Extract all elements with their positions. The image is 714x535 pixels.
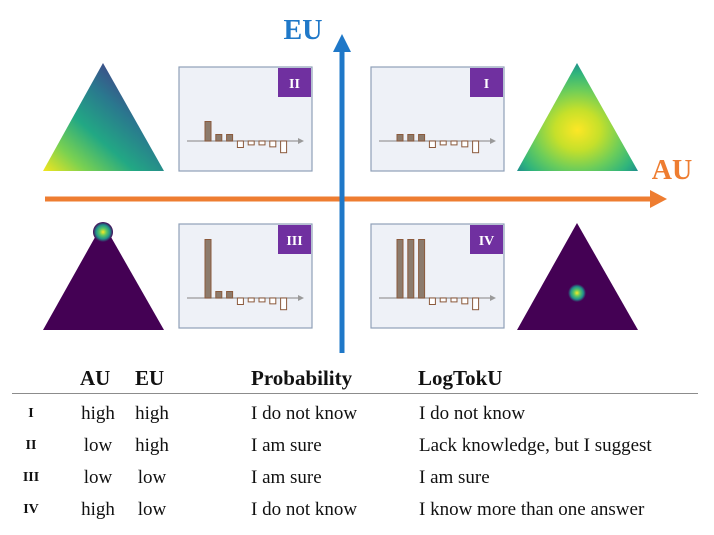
- row-probability: I am sure: [251, 435, 322, 456]
- mini-bar-positive: [204, 121, 212, 142]
- mini-bar-negative: [258, 297, 266, 303]
- mini-bar-negative: [450, 297, 458, 303]
- quadrant-panel-iv: IV: [370, 223, 505, 329]
- mini-chart-arrow: [490, 138, 496, 144]
- mini-bar-negative: [236, 140, 244, 148]
- row-id: III: [22, 470, 40, 485]
- row-au: high: [81, 499, 115, 520]
- mini-bar-positive: [226, 291, 234, 299]
- quadrant-badge-label: II: [289, 77, 300, 92]
- row-logtoku: I know more than one answer: [419, 499, 645, 520]
- quadrant-badge-label: I: [484, 77, 489, 92]
- mini-chart-arrow: [298, 138, 304, 144]
- mini-bar-negative: [439, 297, 447, 303]
- eu-axis-label: EU: [284, 15, 323, 46]
- mini-bar-negative: [439, 140, 447, 146]
- mini-chart-arrow: [490, 295, 496, 301]
- row-id: IV: [23, 502, 39, 517]
- simplex-peak-iv: [568, 284, 586, 302]
- quadrant-badge: [470, 68, 503, 97]
- mini-bar-positive: [204, 239, 212, 299]
- mini-bar-negative: [450, 140, 458, 146]
- mini-bar-negative: [258, 140, 266, 146]
- mini-bar-negative: [280, 140, 288, 154]
- mini-chart-arrow: [298, 295, 304, 301]
- row-au: low: [83, 467, 113, 488]
- header-probability: Probability: [251, 366, 353, 390]
- simplex-triangle-iv-base: [517, 223, 638, 330]
- mini-bar-positive: [215, 134, 223, 142]
- simplex-triangle-iii-base: [43, 223, 164, 330]
- row-eu: low: [137, 499, 167, 520]
- row-probability: I am sure: [251, 467, 322, 488]
- quadrant-panel-iii: III: [178, 223, 313, 329]
- header-divider: [12, 393, 698, 394]
- simplex-triangle-ii: [43, 63, 164, 171]
- row-logtoku: Lack knowledge, but I suggest: [419, 435, 652, 456]
- mini-bar-positive: [226, 134, 234, 142]
- quadrant-badge: [470, 225, 503, 254]
- mini-bar-negative: [472, 297, 480, 311]
- quadrant-panel-ii: II: [178, 66, 313, 172]
- quadrant-badge: [278, 68, 311, 97]
- eu-axis-arrowhead: [333, 34, 351, 52]
- au-axis-label: AU: [652, 155, 692, 186]
- row-id: I: [28, 406, 34, 421]
- mini-bar-negative: [269, 297, 277, 305]
- row-probability: I do not know: [251, 403, 358, 424]
- mini-bar-positive: [418, 134, 426, 142]
- quadrant-panel-i: I: [370, 66, 505, 172]
- mini-bar-negative: [247, 297, 255, 303]
- row-logtoku: I am sure: [419, 467, 490, 488]
- header-logtoku: LogTokU: [418, 366, 503, 390]
- header-au: AU: [80, 366, 111, 390]
- mini-bar-negative: [461, 297, 469, 305]
- mini-bar-negative: [247, 140, 255, 146]
- mini-bar-positive: [396, 239, 404, 299]
- row-au: low: [83, 435, 113, 456]
- row-eu: high: [135, 403, 169, 424]
- mini-bar-positive: [407, 134, 415, 142]
- row-probability: I do not know: [251, 499, 358, 520]
- row-id: II: [25, 438, 37, 453]
- quadrant-badge-label: III: [286, 234, 302, 249]
- row-eu: high: [135, 435, 169, 456]
- mini-bar-positive: [407, 239, 415, 299]
- mini-bar-positive: [215, 291, 223, 299]
- mini-bar-positive: [396, 134, 404, 142]
- mini-bar-negative: [236, 297, 244, 305]
- row-logtoku: I do not know: [419, 403, 526, 424]
- mini-bar-negative: [428, 297, 436, 305]
- mini-bar-negative: [280, 297, 288, 311]
- row-au: high: [81, 403, 115, 424]
- mini-bar-negative: [428, 140, 436, 148]
- quadrant-badge-label: IV: [479, 234, 495, 249]
- simplex-triangle-i: [517, 63, 638, 171]
- quadrant-badge: [278, 225, 311, 254]
- mini-bar-negative: [461, 140, 469, 148]
- header-eu: EU: [135, 366, 165, 390]
- mini-bar-negative: [472, 140, 480, 154]
- mini-bar-negative: [269, 140, 277, 148]
- au-axis-arrowhead: [650, 190, 667, 208]
- row-eu: low: [137, 467, 167, 488]
- mini-bar-positive: [418, 239, 426, 299]
- simplex-peak-iii: [93, 222, 113, 242]
